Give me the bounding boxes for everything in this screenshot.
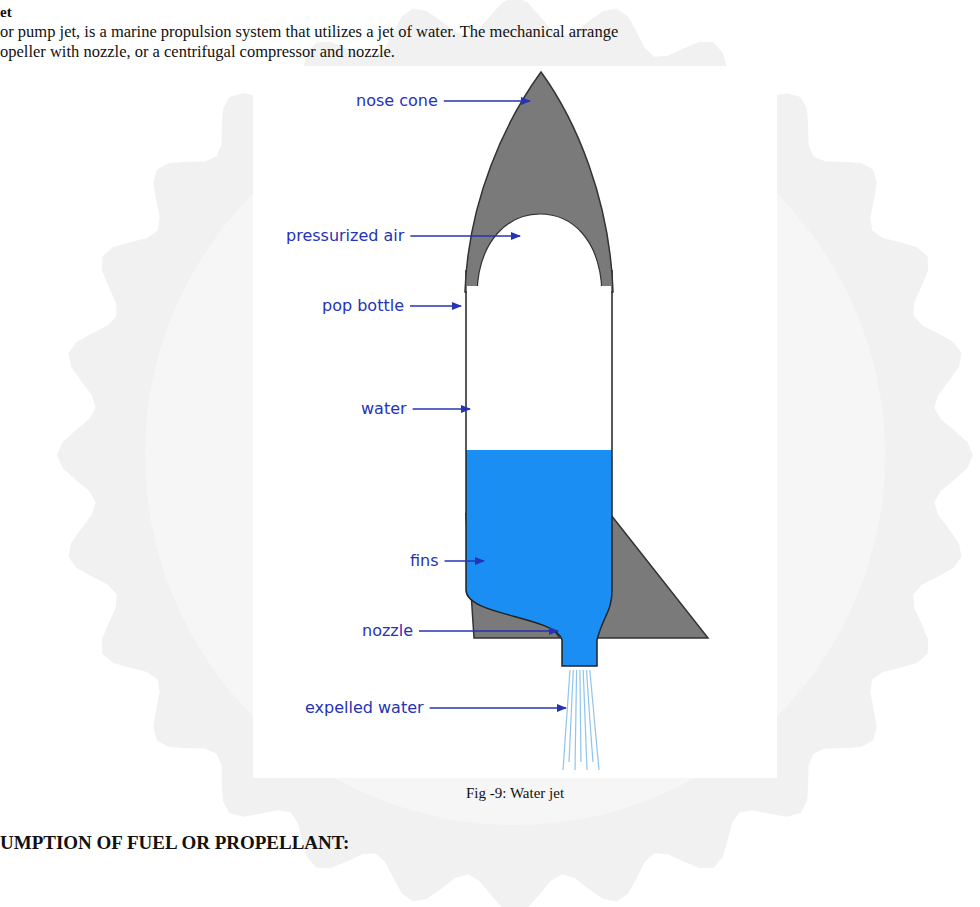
body-text: or pump jet, is a marine propulsion syst… bbox=[0, 22, 618, 42]
leader-arrow bbox=[413, 408, 470, 410]
seal-outline bbox=[57, 0, 973, 907]
leader-arrow bbox=[444, 100, 530, 102]
part-label: fins bbox=[410, 551, 439, 570]
water-stroke bbox=[580, 670, 581, 762]
leader-arrow bbox=[445, 560, 484, 562]
water-stroke bbox=[583, 670, 587, 770]
part-label: water bbox=[361, 399, 407, 418]
body-text: opeller with nozzle, or a centrifugal co… bbox=[0, 42, 395, 62]
water-stroke bbox=[575, 670, 577, 770]
bottle-outline bbox=[466, 270, 612, 666]
part-label: nose cone bbox=[356, 91, 438, 110]
part-label: expelled water bbox=[305, 698, 424, 717]
figure-caption: Fig -9: Water jet bbox=[466, 785, 564, 802]
water-stroke bbox=[587, 670, 594, 762]
leader-arrow bbox=[410, 235, 520, 237]
part-label: pop bottle bbox=[322, 296, 404, 315]
figure-ground bbox=[253, 66, 777, 778]
water-stroke bbox=[590, 670, 599, 770]
leader-arrow bbox=[419, 630, 558, 632]
leader-arrow bbox=[410, 305, 461, 307]
bottle-fill bbox=[466, 270, 612, 666]
body-joint bbox=[467, 286, 611, 296]
water-jet bbox=[563, 670, 599, 770]
part-label: nozzle bbox=[362, 621, 413, 640]
nose-cone-inner bbox=[477, 214, 602, 292]
water-fill bbox=[466, 450, 612, 666]
leader-arrow bbox=[430, 707, 566, 709]
nose-cone bbox=[465, 72, 613, 292]
section-heading: UMPTION OF FUEL OR PROPELLANT: bbox=[0, 832, 349, 854]
part-label: pressurized air bbox=[286, 226, 404, 245]
section-heading: et bbox=[0, 4, 12, 21]
water-stroke bbox=[569, 670, 573, 762]
